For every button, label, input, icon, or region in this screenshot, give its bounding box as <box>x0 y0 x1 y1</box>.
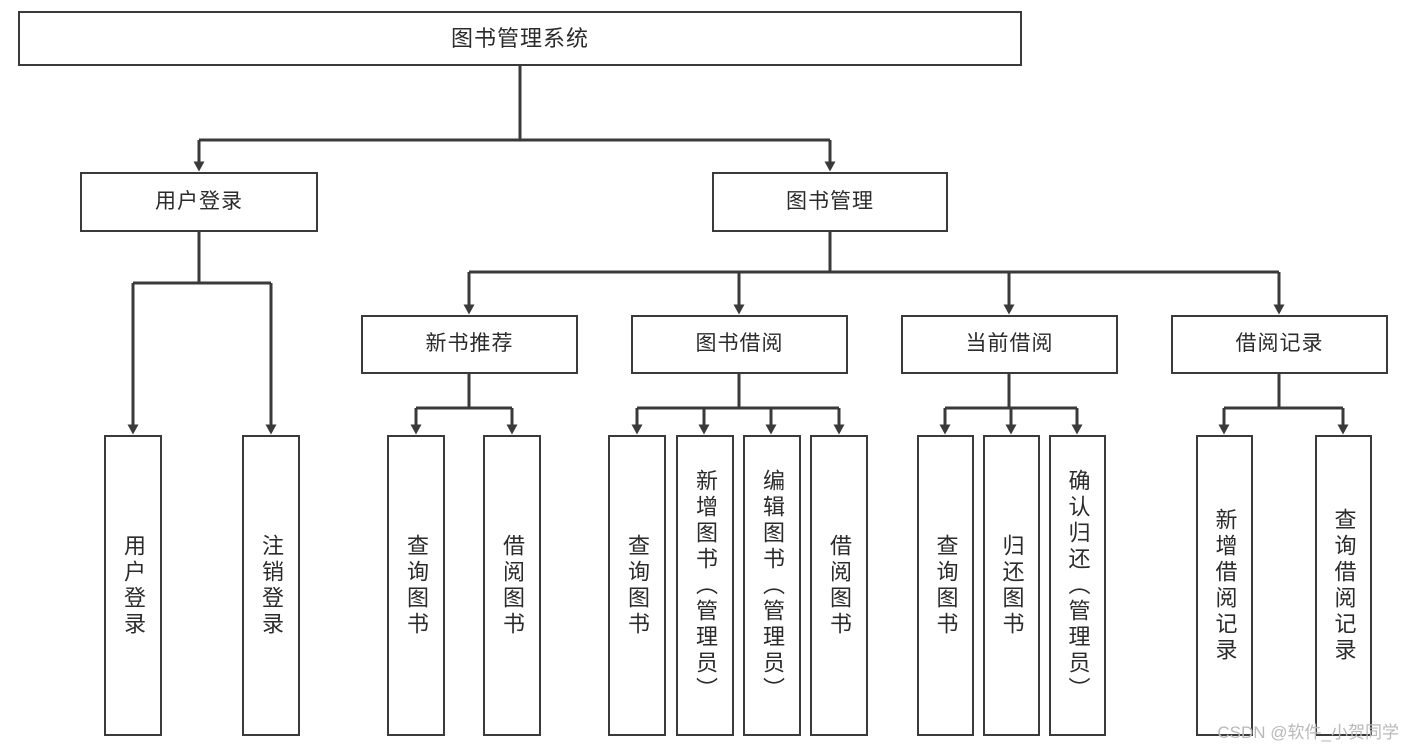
node-label: 图书管理系统 <box>450 25 589 51</box>
node-leaf-add-borrow-record[interactable]: 新增借阅记录 <box>1196 435 1253 736</box>
node-label: 编辑图书（管理员） <box>760 468 785 703</box>
node-leaf-edit-book-admin[interactable]: 编辑图书（管理员） <box>743 435 801 736</box>
node-leaf-add-book-admin[interactable]: 新增图书（管理员） <box>676 435 734 736</box>
node-label: 查询图书 <box>933 533 959 638</box>
node-leaf-return-book[interactable]: 归还图书 <box>983 435 1040 736</box>
node-label: 注销登录 <box>259 533 284 638</box>
node-root-book-management-system[interactable]: 图书管理系统 <box>18 11 1022 66</box>
node-user-login[interactable]: 用户登录 <box>80 172 318 232</box>
node-new-book-recommend[interactable]: 新书推荐 <box>361 315 578 374</box>
node-leaf-borrow-book[interactable]: 借阅图书 <box>810 435 868 736</box>
node-leaf-borrow-book-recommend[interactable]: 借阅图书 <box>483 435 541 736</box>
node-book-borrow[interactable]: 图书借阅 <box>631 315 848 374</box>
node-label: 图书借阅 <box>695 332 784 356</box>
node-label: 新书推荐 <box>425 332 514 356</box>
node-leaf-user-login[interactable]: 用户登录 <box>104 435 162 736</box>
node-label: 借阅图书 <box>500 533 525 638</box>
node-book-management[interactable]: 图书管理 <box>712 172 948 232</box>
node-leaf-user-logout[interactable]: 注销登录 <box>242 435 300 736</box>
node-label: 确认归还（管理员） <box>1065 468 1091 703</box>
node-label: 图书管理 <box>786 189 874 213</box>
node-label: 新增借阅记录 <box>1212 507 1238 664</box>
node-label: 借阅记录 <box>1235 332 1324 356</box>
node-label: 归还图书 <box>999 533 1025 638</box>
node-label: 当前借阅 <box>965 332 1054 356</box>
node-borrow-record[interactable]: 借阅记录 <box>1171 315 1388 374</box>
node-label: 用户登录 <box>121 533 146 638</box>
node-leaf-query-book-borrow[interactable]: 查询图书 <box>608 435 666 736</box>
node-leaf-query-book-recommend[interactable]: 查询图书 <box>387 435 445 736</box>
node-label: 查询图书 <box>625 533 650 638</box>
node-label: 借阅图书 <box>827 533 852 638</box>
node-leaf-query-book-current[interactable]: 查询图书 <box>917 435 974 736</box>
node-leaf-confirm-return-admin[interactable]: 确认归还（管理员） <box>1049 435 1106 736</box>
node-label: 查询图书 <box>404 533 429 638</box>
node-label: 查询借阅记录 <box>1331 507 1357 664</box>
node-label: 新增图书（管理员） <box>693 468 718 703</box>
node-label: 用户登录 <box>155 189 243 213</box>
node-current-borrow[interactable]: 当前借阅 <box>901 315 1118 374</box>
node-leaf-query-borrow-record[interactable]: 查询借阅记录 <box>1315 435 1372 736</box>
